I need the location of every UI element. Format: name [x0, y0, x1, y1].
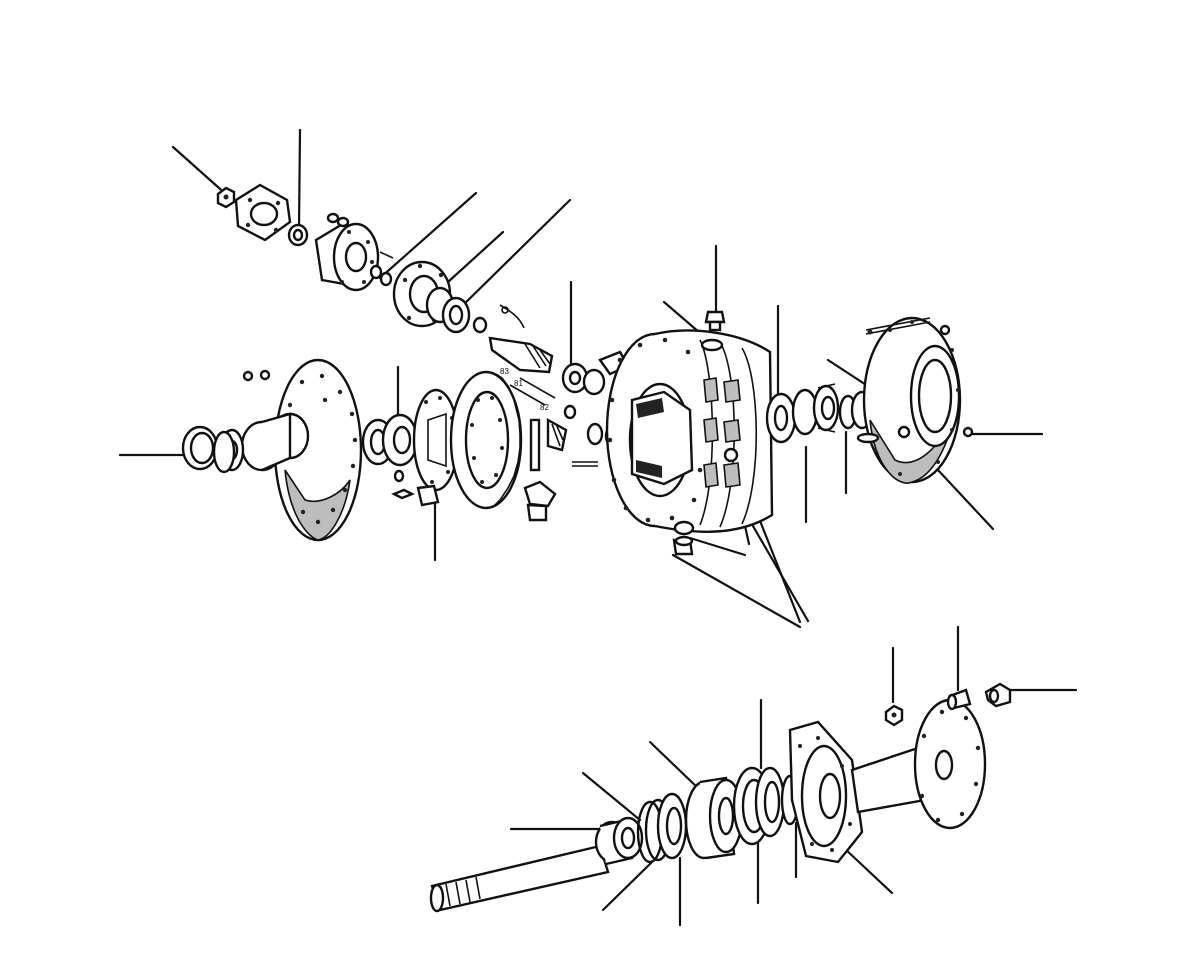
left-drive-flange: [219, 358, 363, 542]
label-82: 82: [540, 403, 549, 412]
differential-gears: 83 81 82: [500, 350, 630, 522]
left-bearing-group: [361, 388, 460, 507]
crown-wheel: [449, 370, 523, 510]
leader-lines: [118, 128, 1078, 927]
drive-shaft-assembly: [429, 682, 1012, 913]
label-81: 81: [514, 379, 523, 388]
pinion-flange-assembly: [216, 183, 394, 292]
label-83: 83: [500, 367, 509, 376]
circlip-ring: [181, 425, 236, 474]
pinion-bearing-assembly: [392, 260, 554, 374]
differential-housing: [605, 310, 774, 556]
right-end-cover: [856, 316, 974, 484]
